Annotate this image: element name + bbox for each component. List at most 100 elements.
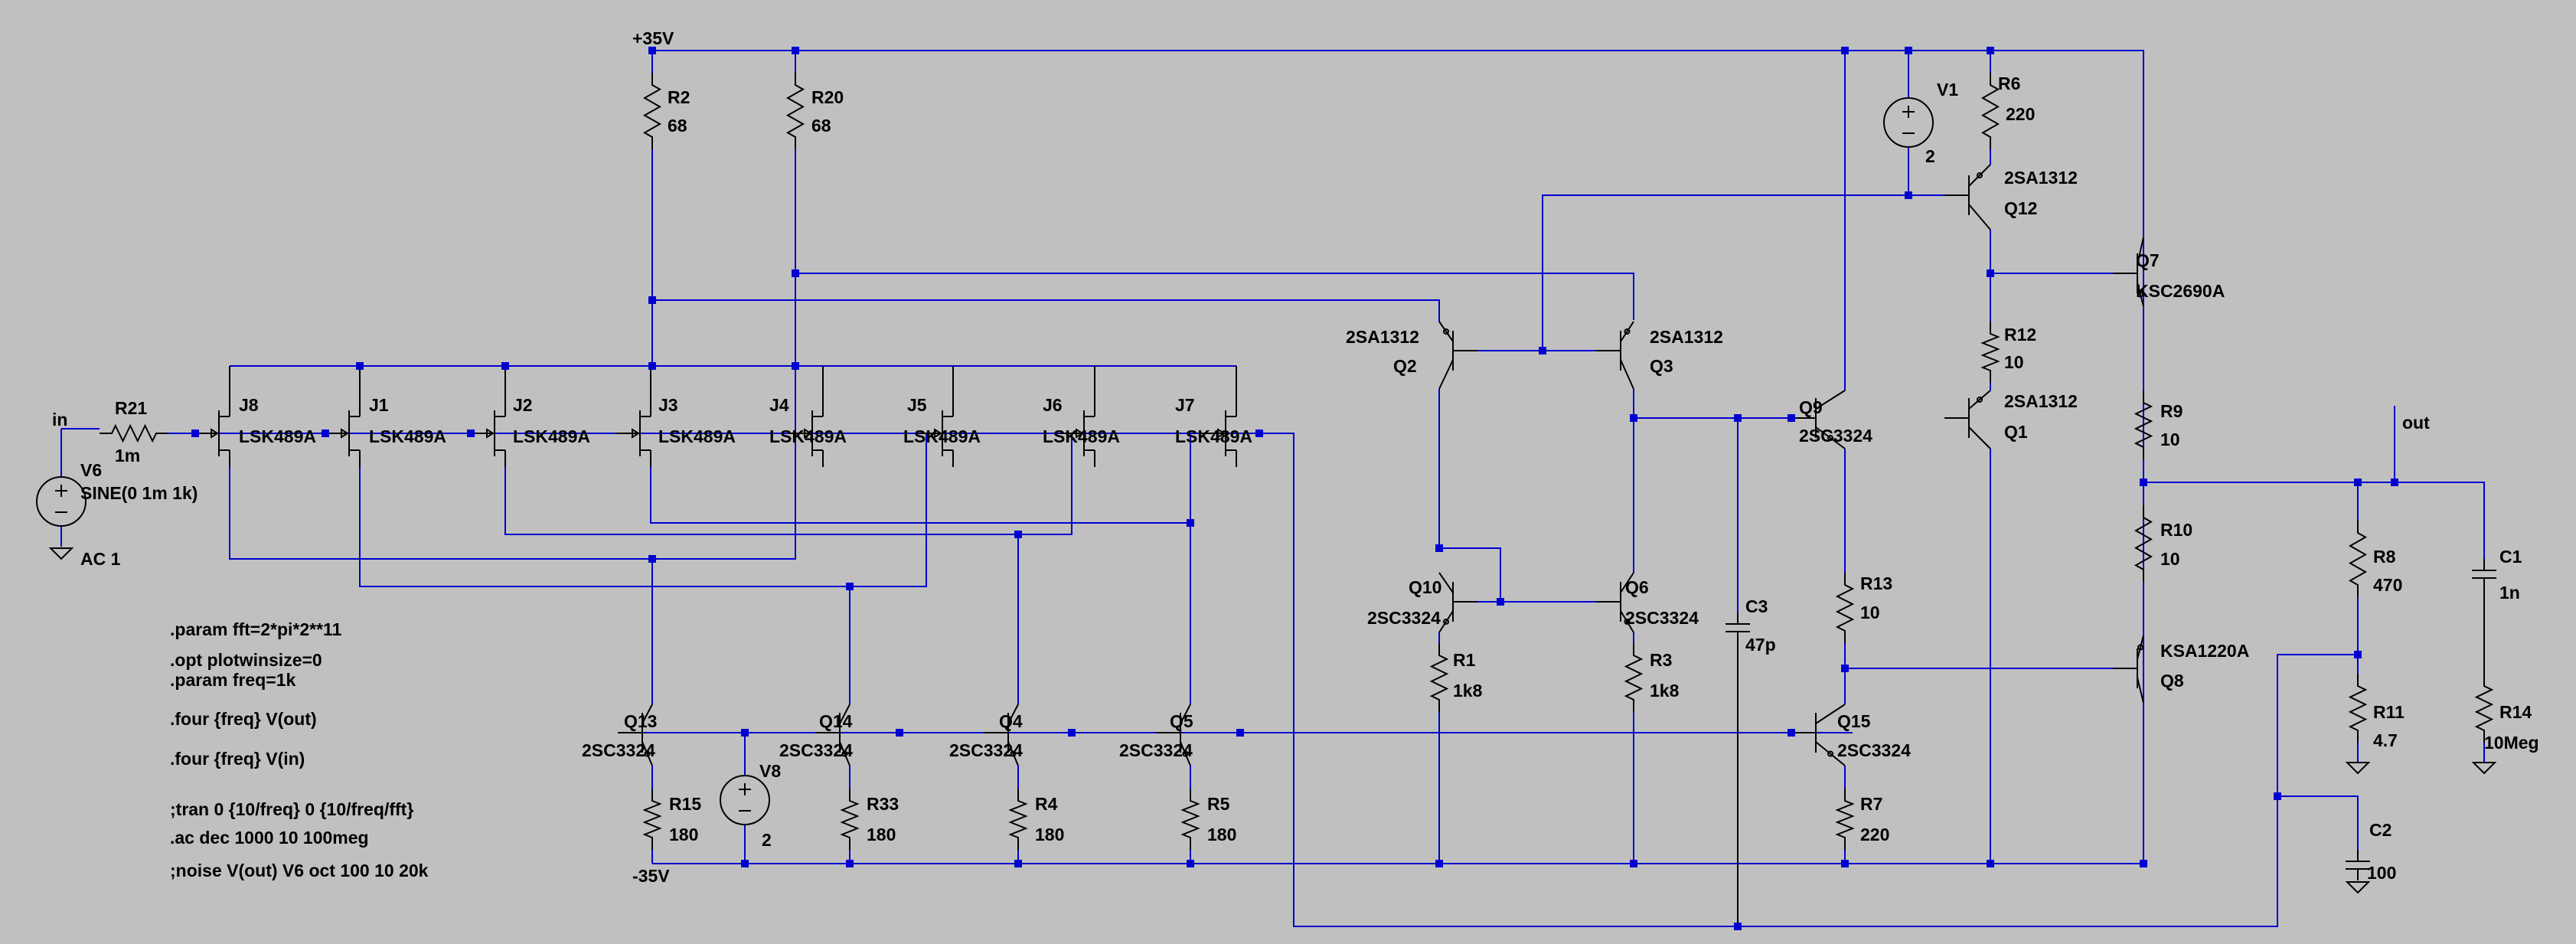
- c2-top[interactable]: [2277, 795, 2359, 850]
- junction-dot: [2354, 651, 2362, 658]
- resistor-r8[interactable]: [2348, 521, 2368, 597]
- j2-source[interactable]: [504, 433, 1073, 535]
- junction-dot: [2140, 860, 2147, 867]
- j3-source[interactable]: [650, 433, 1191, 524]
- transistor-q12[interactable]: [1944, 164, 1991, 230]
- r20-to-q3[interactable]: [795, 273, 1634, 320]
- resistor-r10[interactable]: [2134, 505, 2153, 582]
- jfet-j6[interactable]: [1060, 366, 1095, 467]
- resistor-r12[interactable]: [1980, 322, 2000, 383]
- label-r1-ref: R1: [1453, 650, 1476, 670]
- transistor-q3[interactable]: [1596, 321, 1634, 390]
- transistor-q8[interactable]: [2113, 635, 2144, 704]
- feedback-wire[interactable]: [1738, 654, 2358, 927]
- spice-directive: .opt plotwinsize=0: [170, 650, 322, 670]
- j8-source[interactable]: [229, 366, 796, 560]
- transistor-q9[interactable]: [1791, 390, 1846, 449]
- junction-dot: [1014, 860, 1022, 867]
- jfet-j5[interactable]: [919, 366, 954, 467]
- capacitor-c1[interactable]: [2472, 559, 2496, 674]
- junction-dot: [648, 296, 656, 304]
- label-r11-value: 4.7: [2373, 730, 2398, 750]
- label-c3-ref: C3: [1745, 596, 1768, 616]
- junction-dot: [1788, 414, 1795, 422]
- resistor-r5[interactable]: [1180, 789, 1200, 850]
- q2q3-base-bias[interactable]: [1542, 194, 1906, 351]
- r2-to-q2[interactable]: [652, 299, 1440, 322]
- resistor-r14[interactable]: [2474, 674, 2494, 743]
- transistor-q2[interactable]: [1438, 321, 1477, 390]
- junction-dot: [1905, 47, 1912, 54]
- transistor-q1[interactable]: [1944, 390, 1991, 449]
- ground-symbol[interactable]: [2345, 762, 2371, 775]
- resistor-r6[interactable]: [1980, 73, 2000, 149]
- voltage-source-v6[interactable]: [36, 476, 87, 527]
- j1-source[interactable]: [359, 433, 927, 587]
- voltage-source-v1[interactable]: [1883, 97, 1934, 148]
- transistor-q4[interactable]: [984, 704, 1019, 766]
- resistor-r9[interactable]: [2134, 390, 2153, 459]
- label-r3-value: 1k8: [1650, 681, 1680, 701]
- junction-dot: [1187, 860, 1194, 867]
- resistor-r15[interactable]: [642, 789, 662, 850]
- mirror-diode[interactable]: [1439, 547, 1501, 602]
- junction-dot: [1539, 347, 1546, 354]
- ground-symbol[interactable]: [48, 547, 74, 560]
- transistor-q13[interactable]: [618, 704, 653, 766]
- junction-dot: [1187, 519, 1194, 527]
- junction-dot: [1068, 729, 1076, 737]
- junction-dot: [2274, 792, 2281, 800]
- label-r5-ref: R5: [1207, 794, 1230, 814]
- transistor-q14[interactable]: [815, 704, 851, 766]
- jfet-j8[interactable]: [195, 366, 230, 467]
- resistor-r20[interactable]: [785, 73, 805, 149]
- resistor-r2[interactable]: [642, 73, 662, 149]
- resistor-r21[interactable]: [100, 423, 168, 443]
- label-r14-ref: R14: [2499, 702, 2532, 722]
- capacitor-c2[interactable]: [2346, 850, 2370, 880]
- resistor-r7[interactable]: [1835, 789, 1855, 850]
- label-q3-ref: Q3: [1650, 356, 1673, 376]
- transistor-q15[interactable]: [1791, 704, 1846, 766]
- label-j6-model: LSK489A: [1043, 426, 1120, 446]
- wires: [60, 50, 2485, 927]
- jfet-j3[interactable]: [616, 366, 651, 467]
- capacitor-c3[interactable]: [1725, 612, 1750, 926]
- resistor-r11[interactable]: [2348, 674, 2368, 743]
- transistor-q7[interactable]: [2113, 237, 2144, 307]
- label-r11-ref: R11: [2373, 702, 2405, 722]
- label-q13-ref: Q13: [624, 711, 657, 731]
- label-q8-model: KSA1220A: [2160, 641, 2249, 661]
- gate-bus[interactable]: [195, 433, 1738, 927]
- resistor-r1[interactable]: [1429, 643, 1449, 712]
- junction-dot: [792, 362, 799, 370]
- jfet-j2[interactable]: [471, 366, 506, 467]
- transistor-q6[interactable]: [1596, 572, 1634, 633]
- output-node[interactable]: [2143, 482, 2485, 559]
- ground-symbol[interactable]: [2471, 762, 2497, 775]
- transistor-q5[interactable]: [1156, 704, 1191, 766]
- resistor-r13[interactable]: [1835, 573, 1855, 643]
- label-j3-ref: J3: [658, 395, 678, 415]
- label-q15-model: 2SC3324: [1837, 740, 1911, 760]
- label-r1-value: 1k8: [1453, 681, 1483, 701]
- jfet-j4[interactable]: [788, 366, 824, 467]
- spice-directive: .ac dec 1000 10 100meg: [170, 828, 369, 848]
- label-j4-ref: J4: [769, 395, 789, 415]
- jfet-j7[interactable]: [1202, 366, 1237, 467]
- ground-symbol[interactable]: [2345, 881, 2371, 894]
- label-r12-value: 10: [2004, 352, 2024, 372]
- junction-dot: [2354, 479, 2362, 486]
- resistor-r33[interactable]: [840, 789, 860, 850]
- label-q5-model: 2SC3324: [1119, 740, 1193, 760]
- spice-directive: .param fft=2*pi*2**11: [170, 619, 342, 639]
- resistor-r3[interactable]: [1624, 643, 1644, 712]
- label-r3-ref: R3: [1650, 650, 1672, 670]
- transistor-q10[interactable]: [1438, 572, 1477, 633]
- jfet-j1[interactable]: [325, 366, 361, 467]
- resistor-r4[interactable]: [1008, 789, 1028, 850]
- voltage-source-v8[interactable]: [720, 775, 770, 825]
- junction-dot: [1497, 598, 1504, 606]
- label-q4-model: 2SC3324: [949, 740, 1023, 760]
